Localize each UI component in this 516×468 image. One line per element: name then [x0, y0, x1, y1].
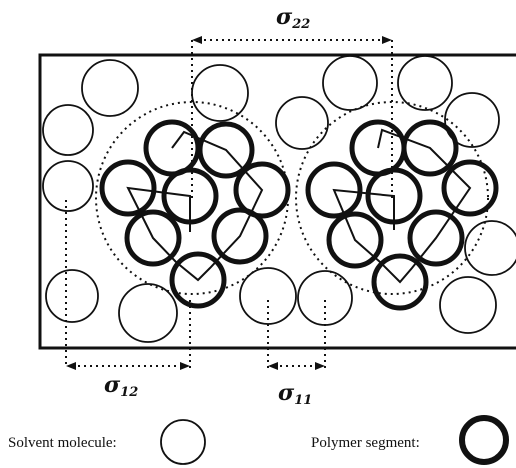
- solvent-molecule: [275, 96, 329, 150]
- sigma11-label: σ11: [278, 380, 312, 408]
- polymer-segment: [197, 121, 255, 179]
- polymer-segment: [401, 119, 459, 177]
- legend: Solvent molecule: Polymer segment:: [8, 415, 509, 465]
- solvent-molecules: [42, 55, 516, 343]
- container-box: [38, 53, 516, 350]
- polymer-segment: [305, 161, 363, 219]
- legend-polymer-symbol: [459, 415, 509, 465]
- sigma12-label: σ12: [104, 372, 138, 400]
- polymer-segment: [407, 209, 465, 267]
- solvent-molecule: [444, 92, 500, 148]
- solvent-molecule: [397, 55, 453, 111]
- legend-solvent-label: Solvent molecule:: [8, 435, 117, 451]
- polymer-chain-right: [332, 128, 472, 284]
- polymer-segment: [169, 251, 227, 309]
- solvent-molecule: [191, 64, 249, 122]
- polymer-segments: [99, 119, 499, 311]
- solvent-molecule: [81, 59, 139, 117]
- sigma12-dimension: σ12: [65, 200, 191, 400]
- legend-solvent-symbol: [160, 419, 206, 465]
- solvent-molecule: [322, 55, 378, 111]
- polymer-segment: [441, 159, 499, 217]
- polymer-segment: [124, 209, 182, 267]
- solvent-molecule: [118, 283, 178, 343]
- sigma11-dimension: σ11: [267, 300, 326, 408]
- sigma22-dimension: σ22: [191, 4, 393, 200]
- solvent-molecule: [297, 270, 353, 326]
- solvent-molecule: [42, 160, 94, 212]
- polymer-chain-left: [126, 130, 264, 282]
- solvent-molecule: [239, 267, 297, 325]
- polymer-segment: [326, 211, 384, 269]
- solvent-molecule: [439, 276, 497, 334]
- legend-polymer-label: Polymer segment:: [311, 435, 420, 451]
- polymer-segment: [233, 161, 291, 219]
- polymer-segment: [99, 159, 157, 217]
- solvent-molecule: [464, 220, 516, 276]
- sigma22-label: σ22: [276, 4, 310, 32]
- solvent-molecule: [45, 269, 99, 323]
- polymer-segment: [371, 253, 429, 311]
- polymer-segment: [211, 207, 269, 265]
- solvent-molecule: [42, 104, 94, 156]
